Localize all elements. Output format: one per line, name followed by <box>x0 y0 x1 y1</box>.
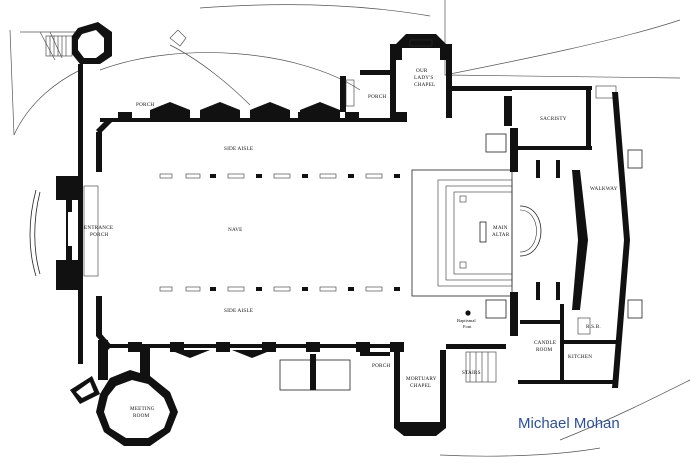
porch-top-label: PORCH <box>368 94 386 100</box>
south-chapels <box>279 344 506 436</box>
sacristy-label: SACRISTY <box>540 116 567 122</box>
nave-columns-north <box>159 173 400 179</box>
meeting-room-label-line2: ROOM <box>133 413 150 419</box>
porch-left-label: PORCH <box>136 102 154 108</box>
our-ladys-chapel-label-line3: CHAPEL <box>414 82 435 88</box>
entry-steps <box>45 35 73 57</box>
rsb-label: R.S.B. <box>586 324 601 330</box>
meeting-room-structure <box>70 340 178 446</box>
candle-room-label-line2: ROOM <box>536 347 553 353</box>
sanctuary <box>411 96 588 336</box>
baptismal-font-marker <box>465 310 471 316</box>
main-altar-label-line1: MAIN <box>493 225 508 231</box>
main-altar-label-line2: ALTAR <box>492 232 510 238</box>
nave-columns-south <box>159 286 400 292</box>
entrance-porch-label-line2: PORCH <box>90 232 108 238</box>
porch-bottom-label: PORCH <box>372 363 390 369</box>
mortuary-chapel-label-line2: CHAPEL <box>410 383 431 389</box>
east-block <box>452 85 643 388</box>
meeting-room-label-line1: MEETING <box>130 406 155 412</box>
our-ladys-chapel-label-line2: LADY'S <box>414 75 433 81</box>
our-ladys-chapel-label-line1: OUR <box>416 68 428 74</box>
baptismal-font-label-line1: Baptismal <box>457 318 476 323</box>
our-ladys-chapel <box>340 34 452 118</box>
side-aisle-south-label: SIDE AISLE <box>224 308 253 314</box>
stairs-label: STAIRS <box>462 370 481 376</box>
outer-walls <box>78 64 407 364</box>
tower-north <box>72 22 112 64</box>
mortuary-chapel-label-line1: MORTUARY <box>406 376 437 382</box>
side-aisle-north-label: SIDE AISLE <box>224 146 253 152</box>
walkway-label: WALKWAY <box>590 186 618 192</box>
site-contours <box>9 0 691 457</box>
candle-room-label-line1: CANDLE <box>534 340 556 346</box>
kitchen-label: KITCHEN <box>568 354 592 360</box>
entrance-porch-structure <box>29 176 99 290</box>
nave-label: NAVE <box>228 227 243 233</box>
baptismal-font-label-line2: Font <box>463 324 472 329</box>
entrance-porch-label-line1: ENTRANCE <box>84 225 113 231</box>
author-credit: Michael Mohan <box>518 415 620 432</box>
